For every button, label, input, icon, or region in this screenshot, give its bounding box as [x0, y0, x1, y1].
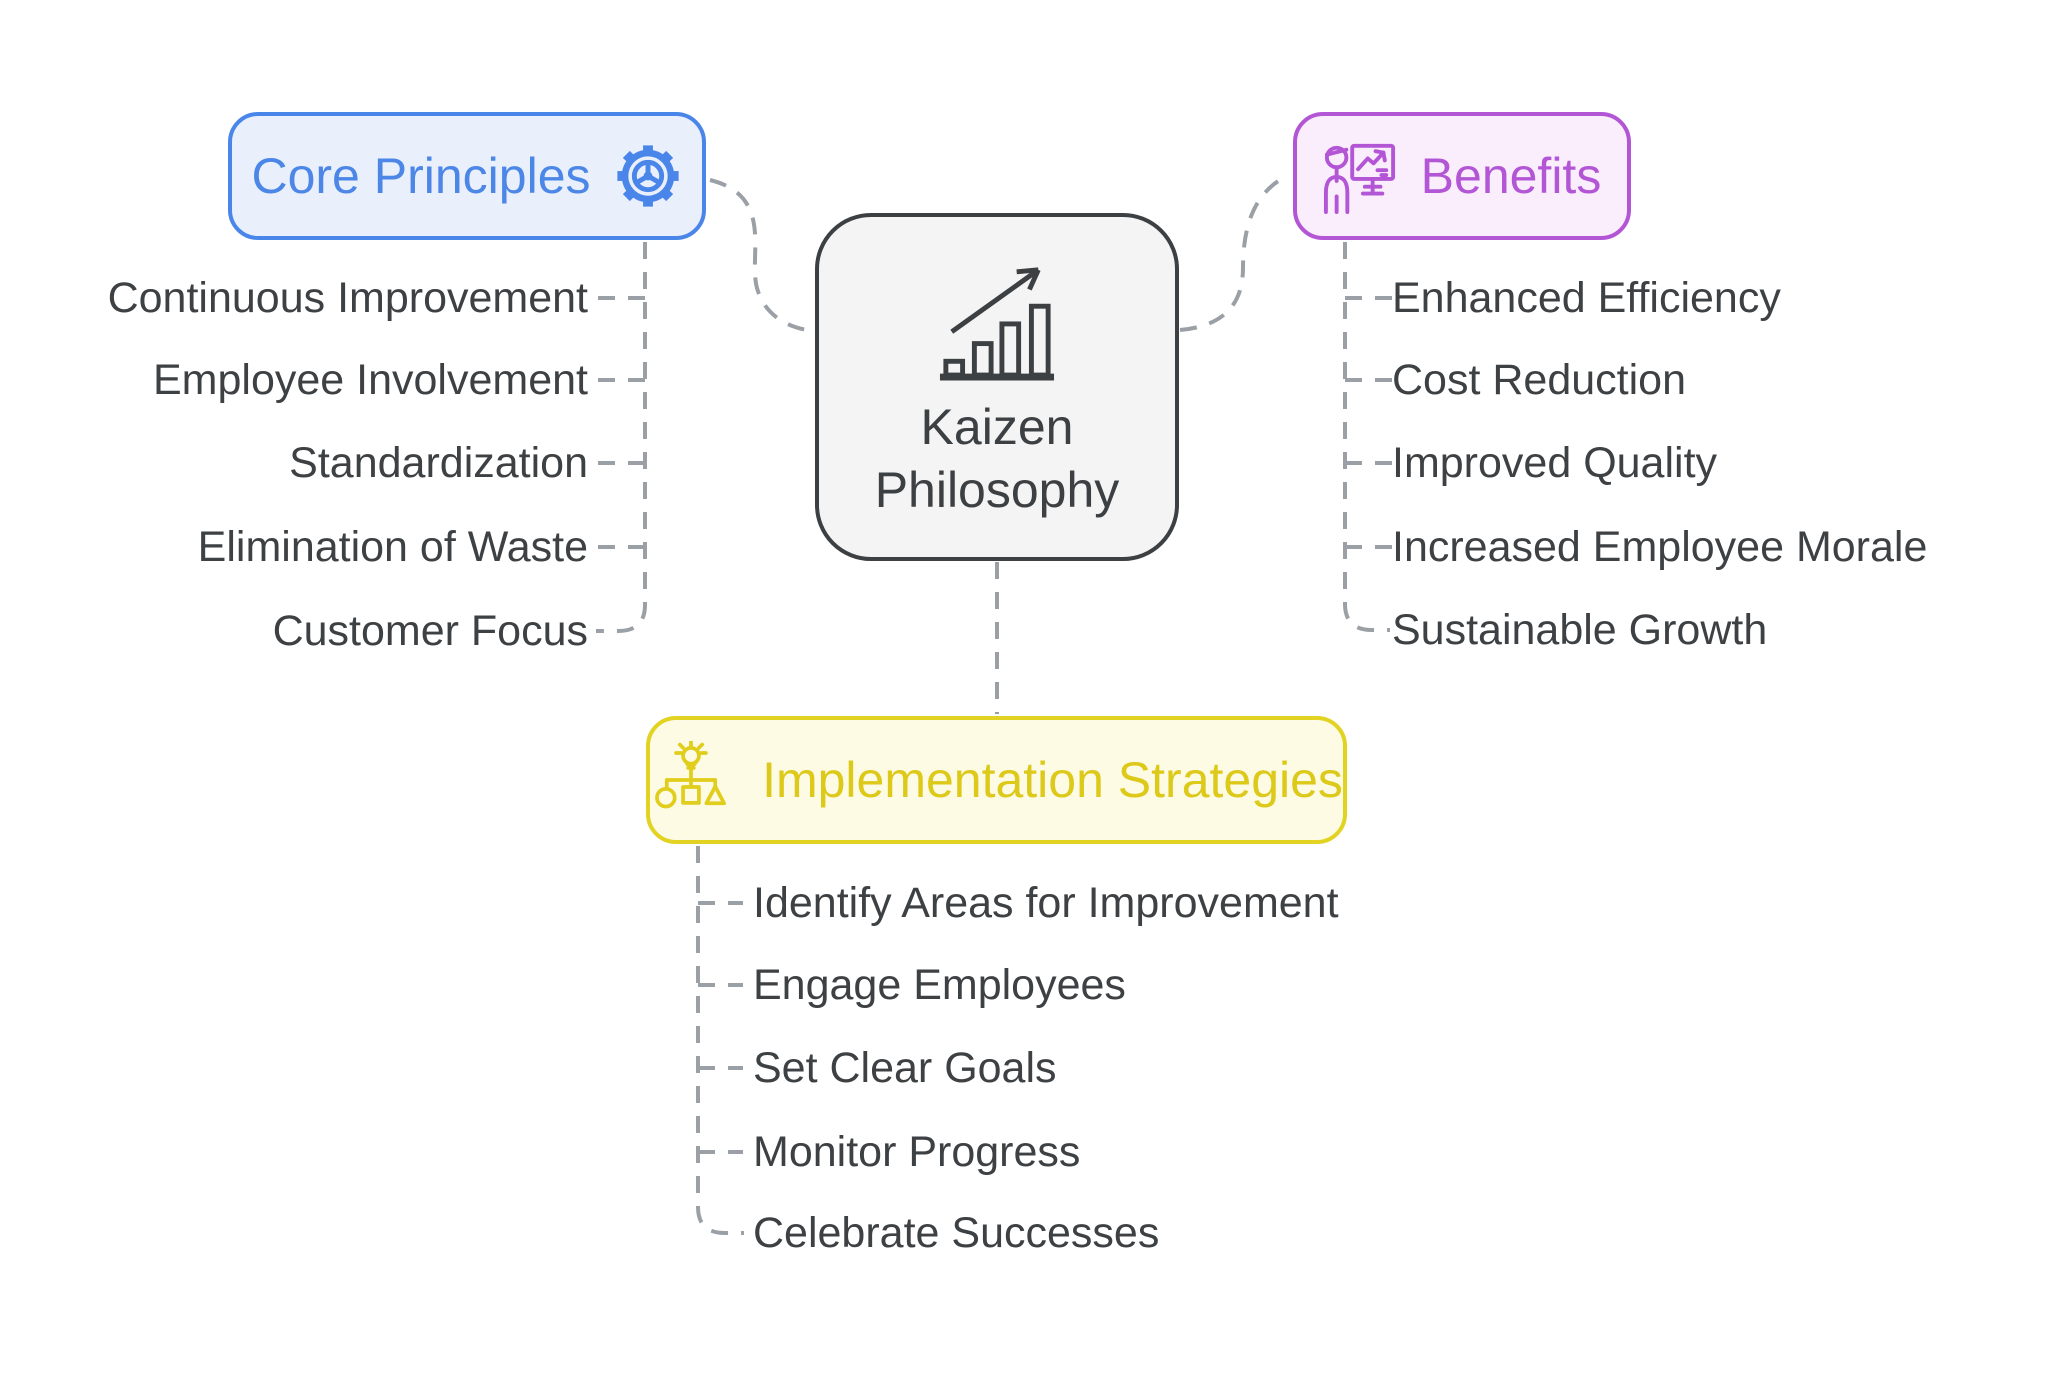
growth-bar-chart-icon: [939, 267, 1055, 381]
branch-curve-left: [709, 178, 815, 333]
list-item: Employee Involvement: [153, 356, 588, 404]
benefits-label: Benefits: [1420, 148, 1602, 204]
list-spine-bottom: [696, 846, 744, 1235]
list-spine-right: [1343, 242, 1390, 632]
list-item: Increased Employee Morale: [1392, 523, 1928, 571]
list-spine-left: [596, 242, 647, 633]
presenter-with-chart-icon: [1323, 143, 1395, 214]
branch-curve-right: [1179, 173, 1290, 332]
list-item: Improved Quality: [1392, 439, 1718, 487]
list-item: Set Clear Goals: [753, 1044, 1057, 1092]
node-kaizen-philosophy: Kaizen Philosophy: [815, 213, 1179, 561]
list-item: Continuous Improvement: [107, 274, 588, 322]
list-item: Engage Employees: [753, 961, 1126, 1009]
implementation-strategies-label: Implementation Strategies: [762, 752, 1343, 808]
node-core-principles: Core Principles: [228, 112, 706, 240]
node-benefits: Benefits: [1293, 112, 1631, 240]
list-item: Standardization: [289, 439, 588, 487]
list-item: Customer Focus: [272, 607, 588, 655]
list-item: Enhanced Efficiency: [1392, 274, 1781, 322]
idea-planning-icon: [655, 741, 727, 809]
list-item: Identify Areas for Improvement: [753, 879, 1339, 927]
kaizen-philosophy-label: Kaizen Philosophy: [874, 399, 1120, 518]
list-item: Celebrate Successes: [753, 1209, 1160, 1257]
node-implementation-strategies: Implementation Strategies: [646, 716, 1347, 844]
core-principles-label: Core Principles: [251, 148, 591, 204]
list-item: Cost Reduction: [1392, 356, 1686, 404]
gear-icon: [616, 145, 679, 207]
list-item: Elimination of Waste: [197, 523, 588, 571]
list-item: Monitor Progress: [753, 1128, 1081, 1176]
list-item: Sustainable Growth: [1392, 606, 1768, 654]
